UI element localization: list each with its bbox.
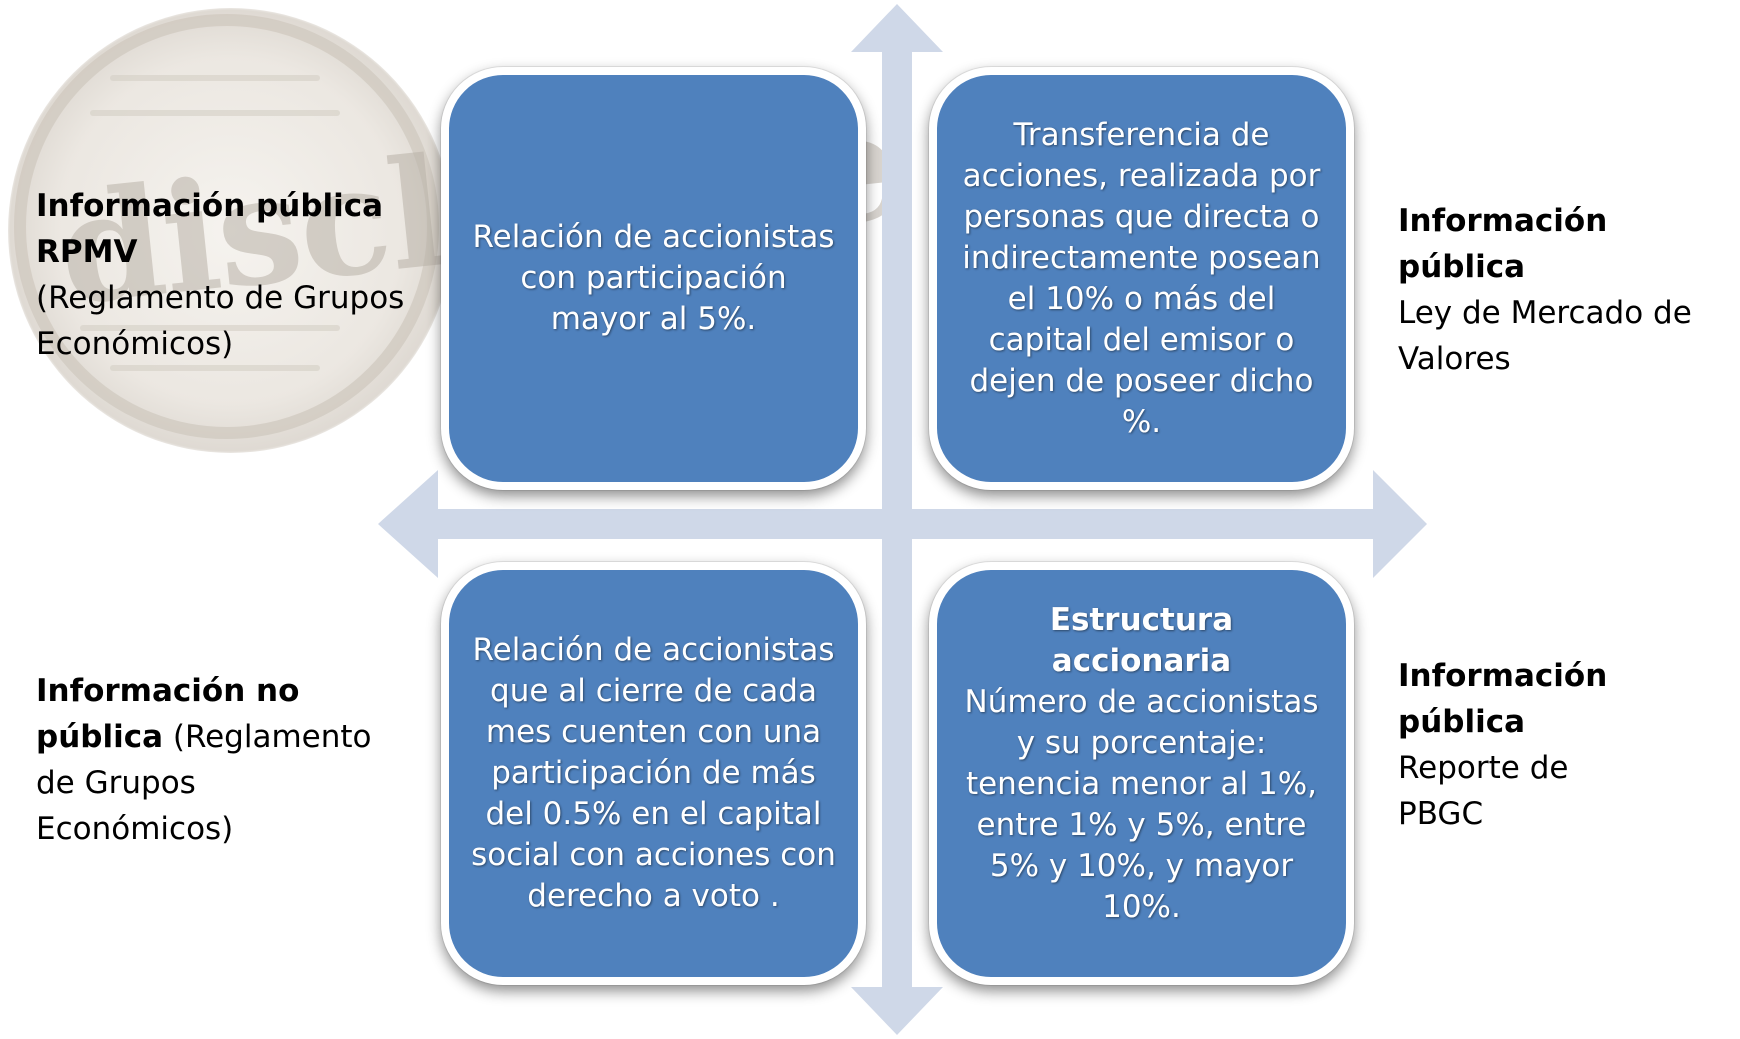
label-normal: Ley de Mercado de Valores [1398, 295, 1692, 377]
label-bold: Información pública RPMV [36, 188, 384, 270]
label-bold: Información pública [1398, 658, 1608, 740]
quadrant-text: Relación de accionistas que al cierre de… [471, 632, 836, 914]
quadrant-text: Transferencia de acciones, realizada por… [962, 116, 1321, 440]
quadrant-box-bottom-right: Estructura accionaria Número de accionis… [929, 562, 1354, 985]
stamp-line [110, 365, 320, 371]
label-bold: Información no pública [36, 673, 300, 755]
horizontal-arrow [378, 470, 1427, 578]
quadrant-text: Relación de accionistas con participació… [472, 219, 835, 337]
label-top-left: Información pública RPMV (Reglamento de … [36, 183, 426, 367]
stamp-line [90, 110, 340, 116]
quadrant-box-top-right: Transferencia de acciones, realizada por… [929, 67, 1354, 490]
stamp-line [80, 325, 340, 331]
label-bottom-left: Información no pública (Reglamento de Gr… [36, 668, 376, 852]
stamp-line [110, 75, 320, 81]
quadrant-lead: Estructura accionaria [1049, 601, 1234, 679]
label-normal: (Reglamento de Grupos Económicos) [36, 280, 405, 362]
quadrant-box-bottom-left: Relación de accionistas que al cierre de… [441, 562, 866, 985]
label-bold: Información pública [1398, 203, 1608, 285]
quadrant-box-top-left: Relación de accionistas con participació… [441, 67, 866, 490]
label-normal: Reporte de PBGC [1398, 750, 1569, 832]
label-top-right: Información pública Ley de Mercado de Va… [1398, 198, 1728, 382]
label-normal: (Reglamento de Grupos Económicos) [36, 719, 372, 847]
label-bottom-right: Información pública Reporte de PBGC [1398, 653, 1658, 837]
quadrant-text: Número de accionistas y su porcentaje: t… [964, 683, 1319, 925]
